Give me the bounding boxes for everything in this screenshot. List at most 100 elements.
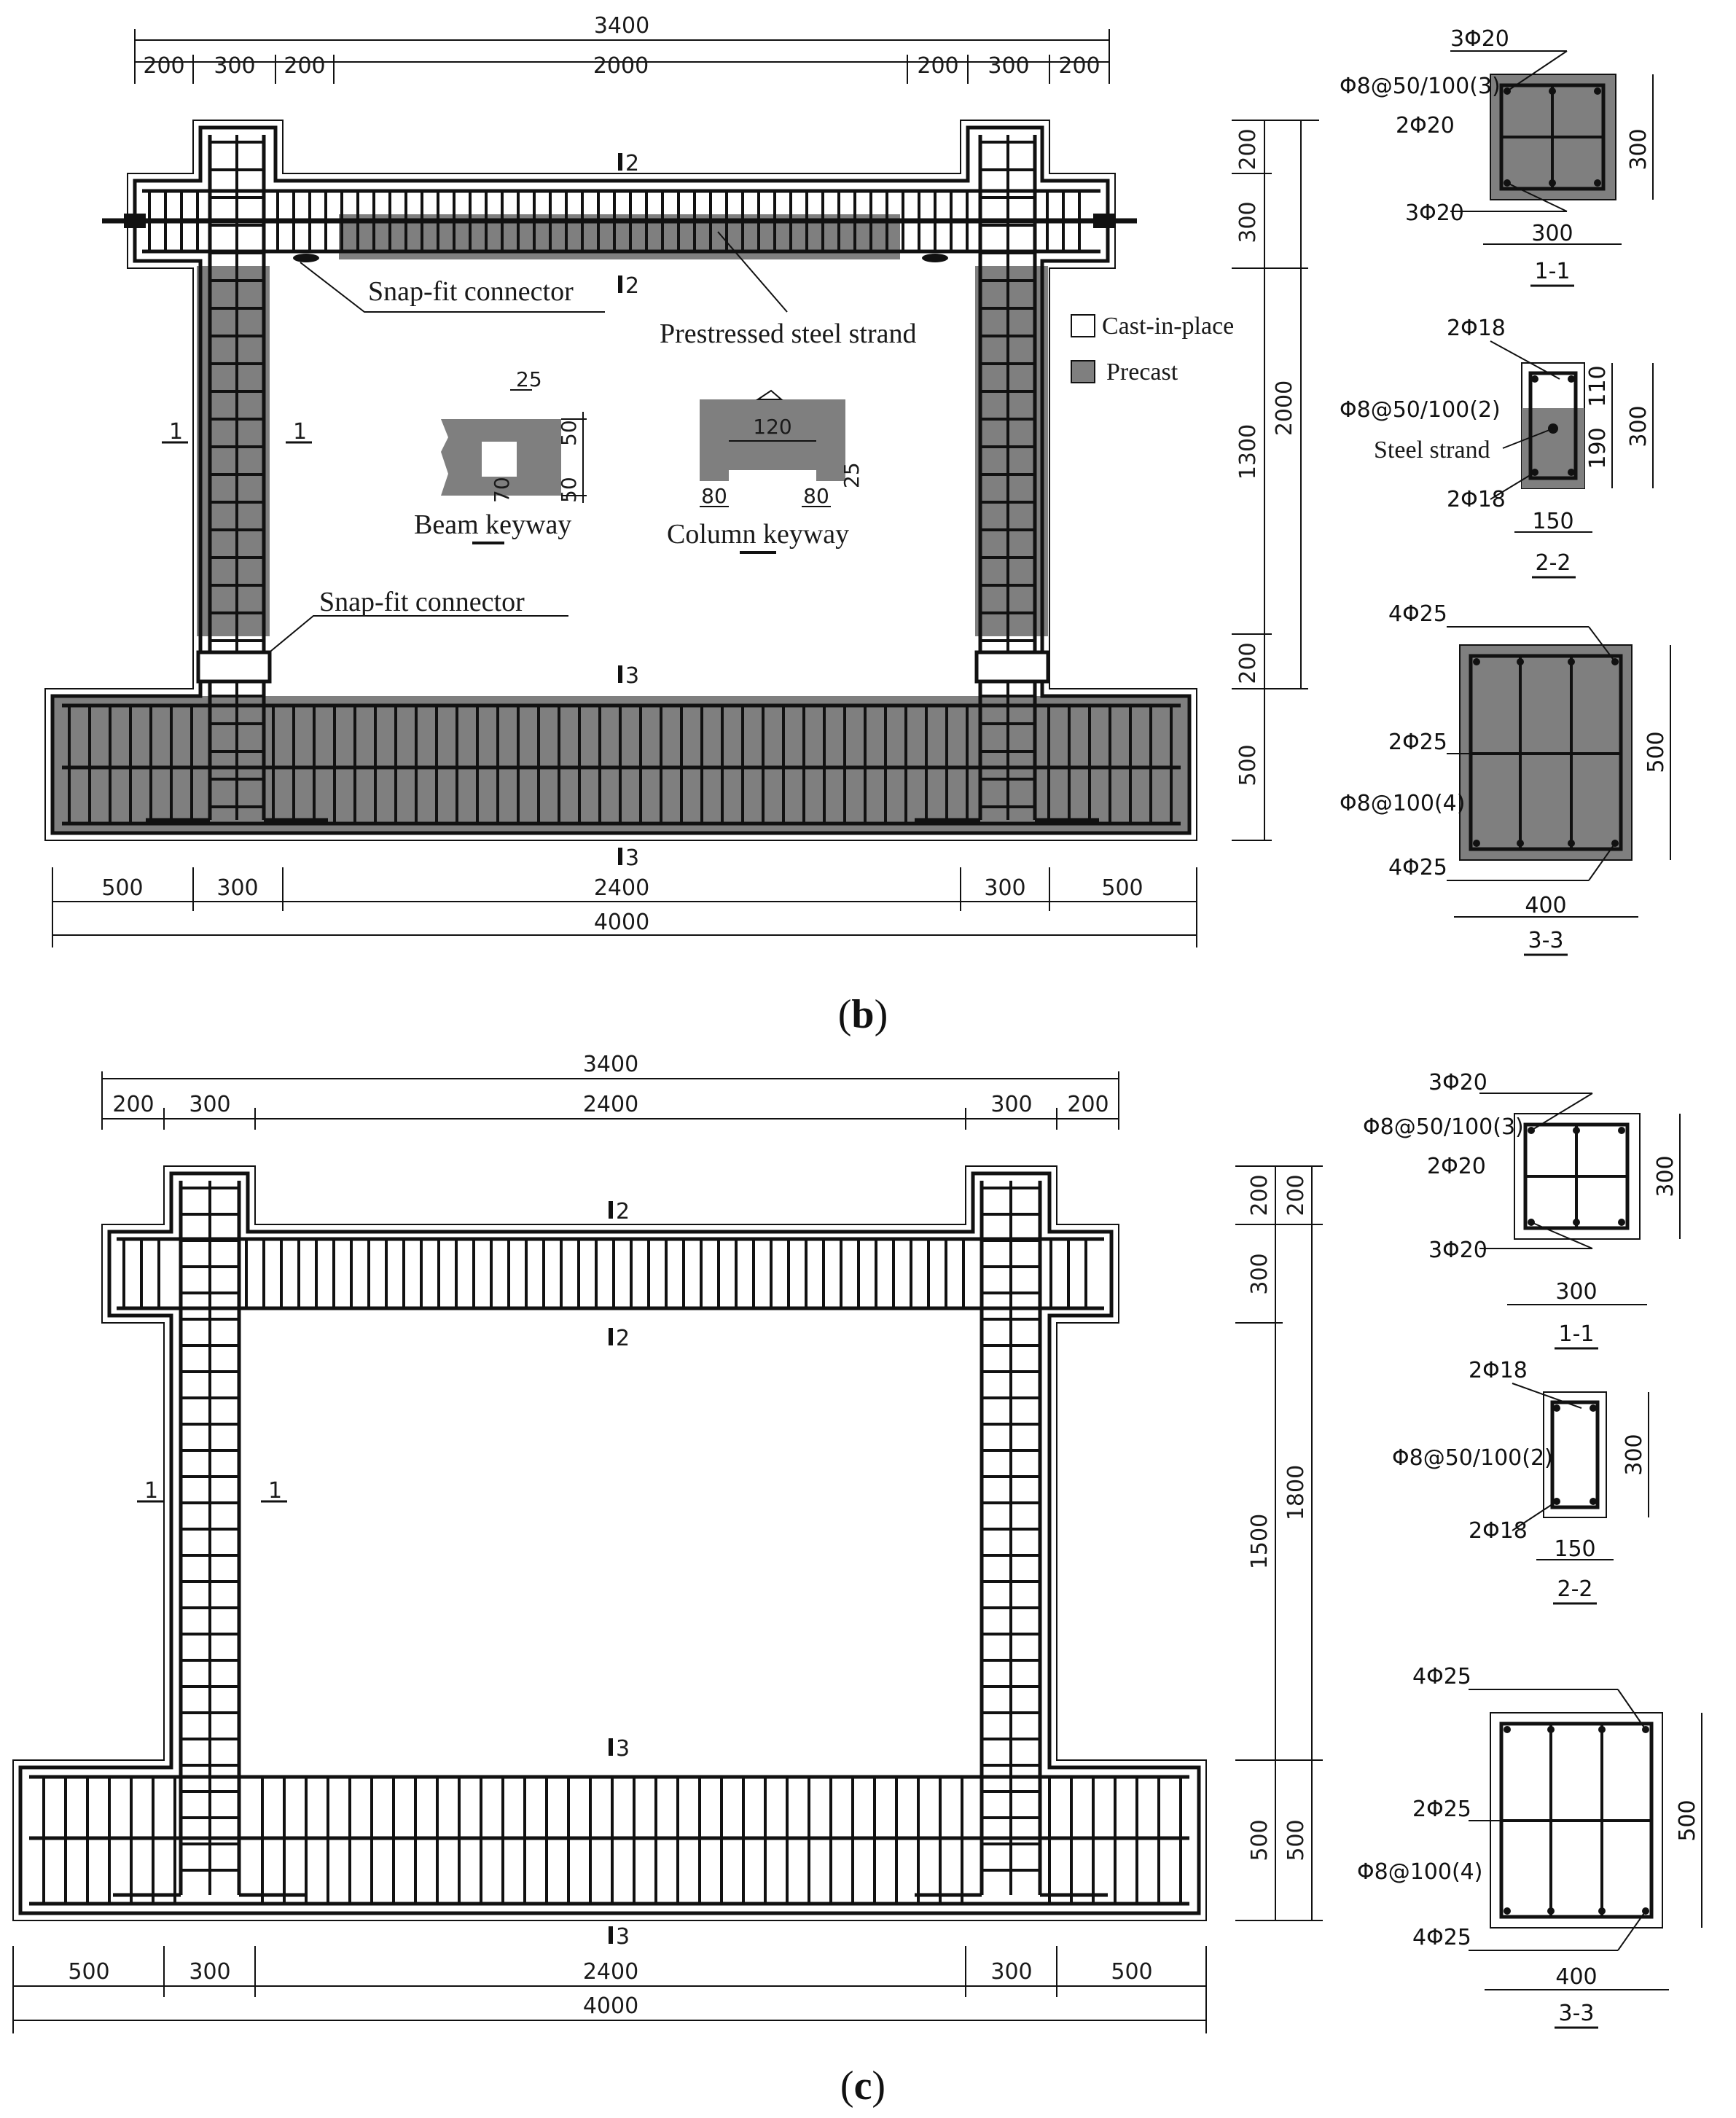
c-s11-top: 3Φ20 — [1428, 1070, 1487, 1095]
c-bottom-dim-3: 2400 — [583, 1959, 638, 1985]
beam-keyway-dim-25: 25 — [516, 367, 542, 391]
c-s22-width: 150 — [1554, 1536, 1595, 1562]
s22-top-label: 2Φ18 — [1447, 316, 1506, 341]
c-right-inner-1: 200 — [1283, 1174, 1309, 1216]
right-total-dim: 2000 — [1272, 380, 1297, 436]
s22-strand-label: Steel strand — [1374, 437, 1490, 464]
top-dim-2: 300 — [214, 53, 255, 79]
s22-title: 2-2 — [1536, 550, 1571, 576]
c-mark-3-bottom: 3 — [616, 1924, 630, 1950]
c-bottom-dim-4: 300 — [990, 1959, 1032, 1985]
beam-keyway-dim-50a: 50 — [557, 420, 581, 446]
panel-c: 3 400 200 300 2400 300 200 500 300 2400 3… — [12, 1052, 1702, 2109]
right-dim-1: 200 — [1235, 128, 1261, 170]
c-right-outer-2: 300 — [1247, 1253, 1272, 1294]
beam-keyway-detail: 70 25 50 50 Beam keyway — [414, 367, 587, 544]
s33-top-label: 4Φ25 — [1388, 601, 1447, 627]
bottom-dim-3: 2400 — [594, 875, 649, 901]
c-s33-width: 400 — [1555, 1964, 1597, 1990]
c-s33-height: 500 — [1675, 1799, 1700, 1841]
bottom-dimension-chain — [52, 867, 1197, 947]
panel-b-section-2-2: 2Φ18 Φ8@50/100(2) Steel strand 2Φ18 150 … — [1340, 316, 1654, 579]
top-dim-6: 300 — [988, 53, 1029, 79]
c-mark-3-top: 3 — [616, 1736, 630, 1762]
snap-fit-connector-right — [974, 650, 1050, 684]
s22-height: 300 — [1626, 405, 1651, 447]
section-mark-1-right: 1 — [293, 419, 307, 445]
top-total-dim: 3400 — [594, 13, 649, 39]
c-right-outer-4: 500 — [1247, 1819, 1272, 1861]
beam-stirrups-c — [122, 1239, 1087, 1308]
c-right-inner-3: 500 — [1283, 1819, 1309, 1861]
snap-fit-label-top: Snap-fit connector — [368, 276, 574, 307]
top-dim-3: 200 — [284, 53, 325, 79]
bottom-dim-5: 500 — [1101, 875, 1143, 901]
legend-cast-swatch — [1071, 314, 1095, 337]
beam-stirrups — [148, 191, 1081, 251]
foundation-stirrups-c — [42, 1777, 1182, 1904]
c-s33-title: 3-3 — [1559, 2001, 1595, 2026]
c-s33-top: 4Φ25 — [1412, 1664, 1471, 1689]
top-dim-1: 200 — [143, 53, 184, 79]
section-marks-c: 2 2 3 3 1 1 — [137, 1199, 630, 1950]
top-dimension-chain-c — [101, 1071, 1119, 1130]
panel-c-section-2-2: 2Φ18 Φ8@50/100(2) 2Φ18 150 300 2-2 — [1392, 1358, 1649, 1605]
section-marks: 2 2 3 3 1 1 — [162, 151, 639, 871]
s22-stirrup-label: Φ8@50/100(2) — [1340, 397, 1501, 423]
beam-keyway-title: Beam keyway — [414, 509, 571, 540]
right-dim-5: 500 — [1235, 744, 1261, 786]
c-s33-stirrup: Φ8@100(4) — [1357, 1859, 1482, 1885]
column-keyway-title: Column keyway — [667, 519, 849, 550]
s33-title: 3-3 — [1528, 928, 1564, 953]
c-s11-mid: 2Φ20 — [1427, 1154, 1486, 1179]
c-top-dim-3: 2400 — [583, 1092, 638, 1117]
s22-h1: 110 — [1585, 365, 1611, 407]
c-s22-bottom: 2Φ18 — [1469, 1518, 1528, 1544]
caption-c: (c) — [840, 2063, 885, 2109]
s22-h2: 190 — [1585, 427, 1611, 469]
snap-fit-label-bottom: Snap-fit connector — [319, 587, 525, 617]
beam-keyway-dim-50b: 50 — [557, 477, 581, 503]
s11-title: 1-1 — [1535, 259, 1571, 284]
right-dim-4: 200 — [1235, 642, 1261, 684]
c-s11-stirrup: Φ8@50/100(3) — [1363, 1114, 1524, 1140]
c-s22-height: 300 — [1622, 1434, 1647, 1475]
s11-width: 300 — [1531, 221, 1573, 246]
c-s22-title: 2-2 — [1557, 1576, 1593, 1602]
c-top-dim-1: 200 — [112, 1092, 154, 1117]
column-keyway-dim-120: 120 — [753, 415, 791, 439]
frame-outline-c-outer — [12, 1165, 1207, 1921]
c-s11-bottom: 3Φ20 — [1428, 1238, 1487, 1263]
s11-bottom-label: 3Φ20 — [1405, 200, 1464, 226]
legend-cast-label: Cast-in-place — [1102, 313, 1234, 340]
s22-width: 150 — [1532, 509, 1573, 534]
top-dim-5: 200 — [917, 53, 958, 79]
c-mark-1-right: 1 — [268, 1478, 282, 1504]
c-mark-2-top: 2 — [616, 1199, 630, 1224]
c-right-outer-3: 1500 — [1247, 1514, 1272, 1569]
panel-c-section-3-3: 4Φ25 2Φ25 Φ8@100(4) 4Φ25 400 500 3-3 — [1357, 1664, 1702, 2029]
section-mark-2-top: 2 — [625, 151, 639, 176]
c-right-inner-2: 1800 — [1283, 1465, 1309, 1520]
beam-keyway-dim-70: 70 — [490, 477, 514, 503]
right-dimension-chain-c — [1235, 1165, 1323, 1921]
c-bottom-total: 4000 — [583, 1993, 638, 2019]
s33-height: 500 — [1643, 731, 1669, 773]
c-bottom-dim-1: 500 — [68, 1959, 109, 1985]
c-top-dim-2: 300 — [189, 1092, 230, 1117]
s11-stirrup-label: Φ8@50/100(3) — [1340, 74, 1501, 99]
s22-bottom-label: 2Φ18 — [1447, 487, 1506, 512]
panel-b-section-1-1: 3Φ20 Φ8@50/100(3) 2Φ20 3Φ20 300 300 1-1 — [1340, 26, 1654, 287]
frame-outline-c — [18, 1171, 1201, 1915]
bottom-dim-1: 500 — [101, 875, 143, 901]
c-s33-bottom: 4Φ25 — [1412, 1925, 1471, 1950]
c-bottom-dim-5: 500 — [1111, 1959, 1152, 1985]
legend-precast-label: Precast — [1106, 359, 1178, 386]
precast-right-column — [975, 266, 1048, 636]
column-keyway-dim-80a: 80 — [701, 484, 727, 508]
s33-mid-label: 2Φ25 — [1388, 730, 1447, 755]
c-mark-1-left: 1 — [144, 1478, 158, 1504]
c-s11-width: 300 — [1555, 1279, 1597, 1305]
panel-b-section-3-3: 4Φ25 2Φ25 Φ8@100(4) 4Φ25 400 500 3-3 — [1340, 601, 1671, 956]
